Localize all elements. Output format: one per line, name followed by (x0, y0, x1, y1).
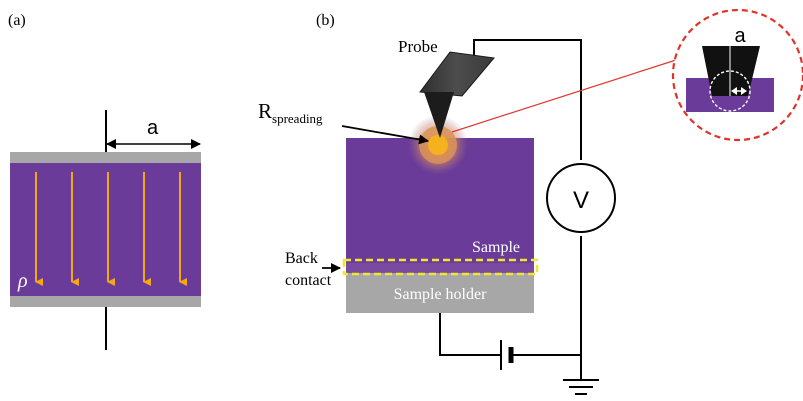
sample-holder-label: Sample holder (394, 286, 488, 303)
back-contact-outline (342, 258, 539, 276)
inset-connector-line (451, 59, 677, 133)
inset-probe-tip (702, 46, 760, 96)
panel-b-label: (b) (316, 12, 335, 29)
back-contact-label-line2: contact (285, 272, 332, 289)
sample-slab (10, 163, 201, 296)
probe-label: Probe (398, 37, 438, 56)
inset-border (671, 8, 803, 142)
voltmeter-circle (546, 163, 616, 233)
voltmeter-label: V (573, 187, 589, 214)
resistivity-symbol: ρ (17, 270, 28, 292)
sample-label: Sample (472, 239, 520, 256)
sample-holder (346, 273, 534, 313)
ground-icon (563, 379, 599, 395)
inset-contact-circle (709, 70, 751, 112)
back-contact-label-line1: Back (285, 250, 318, 267)
probe-cantilever (419, 51, 495, 97)
spreading-label-main: R (258, 99, 272, 123)
top-electrode (10, 152, 201, 163)
inset-radius-arrowhead (731, 87, 737, 95)
bottom-electrode (10, 296, 201, 307)
voltmeter: V (546, 163, 616, 233)
holder-wire (439, 313, 500, 356)
probe-tip (424, 92, 454, 138)
current-arrows (35, 172, 187, 286)
battery-icon (500, 340, 514, 370)
panel-b: (b) V Sample holder (258, 8, 803, 395)
inset-radius-arrowhead (741, 87, 747, 95)
spreading-pointer-arrow (341, 125, 429, 145)
spreading-label-sub: spreading (272, 111, 323, 126)
inset-label: a (734, 25, 746, 47)
back-contact-layer (346, 263, 534, 273)
spreading-resistance-label: Rspreading (258, 99, 323, 126)
width-label: a (147, 117, 159, 139)
inset-zoom: a (671, 8, 803, 142)
panel-a-label: (a) (8, 12, 26, 29)
panel-a: (a) a ρ (8, 12, 201, 350)
